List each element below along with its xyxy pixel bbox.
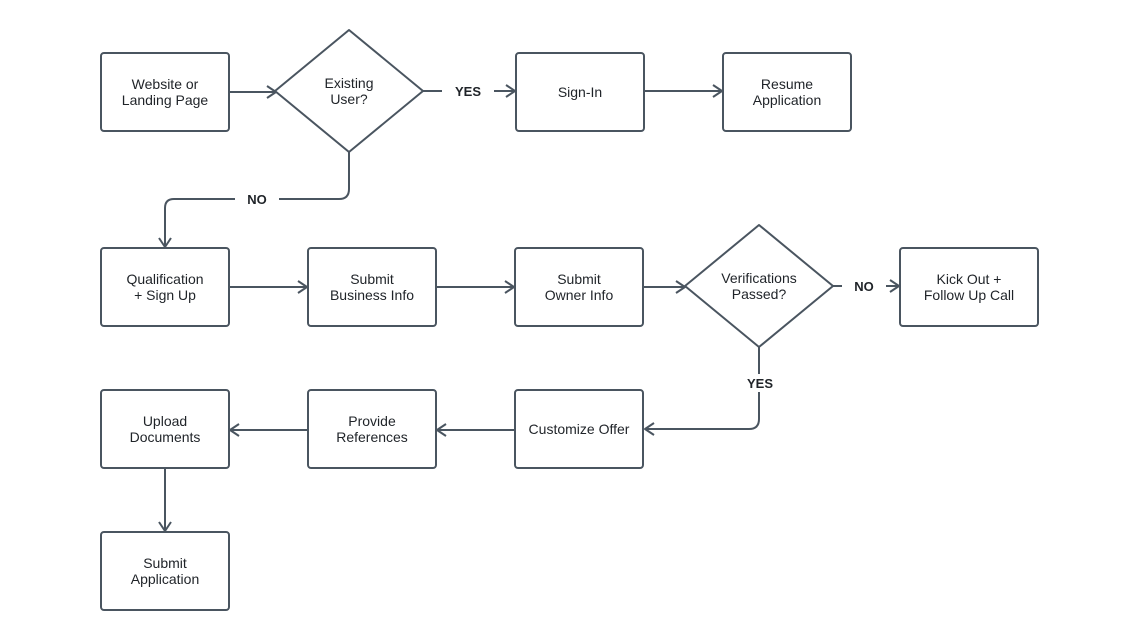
edge-qualification-to-business-info [229,280,308,294]
node-label-line: Documents [130,429,201,445]
node-label-line: Customize Offer [529,421,630,437]
process-box [722,52,852,132]
node-label-line: Submit [350,271,394,287]
edge-label-background [442,82,494,100]
decision-diamond [684,224,834,348]
node-label-line: Verifications [721,270,796,286]
edge-existing-user-to-sign-in: YES [423,82,516,100]
node-label-line: Passed? [732,286,787,302]
node-label-line: Follow Up Call [924,287,1014,303]
process-box [514,247,644,327]
node-customize: Customize Offer [514,389,644,469]
edge-label-no: NO [247,192,267,207]
node-label-line: Submit [557,271,601,287]
process-box [307,389,437,469]
node-sign-in: Sign-In [515,52,645,132]
node-label-line: Submit [143,555,187,571]
node-label-line: Application [753,92,822,108]
node-label-line: + Sign Up [134,287,196,303]
process-box [100,52,230,132]
node-label-line: Existing [324,75,373,91]
node-label-line: References [336,429,408,445]
process-box [100,531,230,611]
edge-verifications-to-kick-out: NO [833,277,900,295]
node-label-line: Website or [132,76,199,92]
node-label-line: Resume [761,76,813,92]
edge-upload-to-submit-app [158,468,172,532]
node-label-line: Qualification [126,271,203,287]
edge-label-yes: YES [455,84,481,99]
edge-existing-user-to-qualification: NO [158,152,350,248]
edge-sign-in-to-resume [644,84,723,98]
node-label-line: Owner Info [545,287,614,303]
edge-website-to-existing-user [229,85,277,99]
decision-diamond [274,29,424,153]
node-label-line: Landing Page [122,92,209,108]
node-label-line: Business Info [330,287,414,303]
edge-references-to-upload [229,423,307,437]
arrowhead-icon [644,422,655,436]
process-box [515,52,645,132]
edge-label-yes: YES [747,376,773,391]
node-label-line: Sign-In [558,84,602,100]
process-box [514,389,644,469]
connector-line [645,347,760,430]
edge-customize-to-references [436,423,514,437]
edge-verifications-to-customize: YES [644,347,782,436]
node-label-line: Kick Out + [937,271,1002,287]
process-box [899,247,1039,327]
process-box [100,389,230,469]
edge-label-background [738,374,782,392]
edge-label-no: NO [854,279,874,294]
edge-business-info-to-owner-info [436,280,515,294]
node-label-line: Provide [348,413,396,429]
edges-layer: YES NO NO YES [158,82,900,532]
node-label-line: Upload [143,413,187,429]
edge-label-background [235,190,279,208]
node-label-line: User? [330,91,368,107]
process-box [100,247,230,327]
edge-owner-info-to-verifications [643,280,686,294]
edge-label-background [842,277,886,295]
node-kick-out: Kick Out +Follow Up Call [899,247,1039,327]
node-label-line: Application [131,571,200,587]
process-box [307,247,437,327]
node-qualification: Qualification+ Sign Up [100,247,230,327]
